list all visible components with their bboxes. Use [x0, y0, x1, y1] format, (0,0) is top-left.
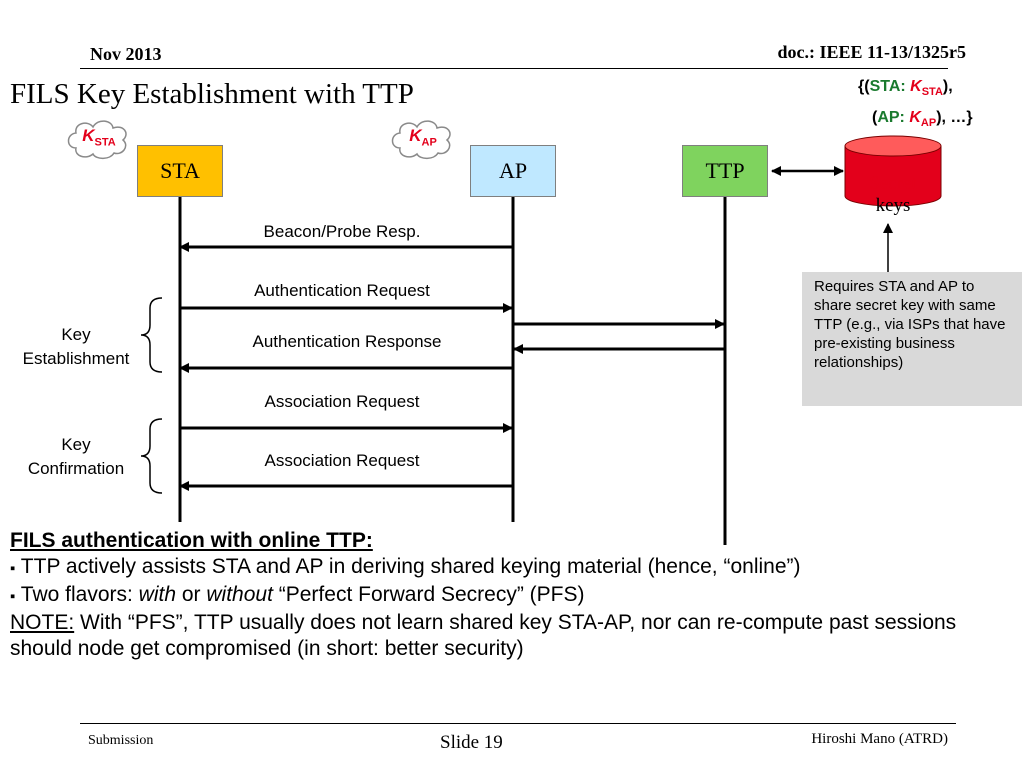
- beacon-label: Beacon/Probe Resp.: [263, 222, 421, 241]
- legend-ap-label: AP:: [877, 109, 905, 127]
- key-legend: {(STA: KSTA), (AP: KAP), …}: [858, 74, 973, 136]
- key-confirmation-brace: [140, 418, 163, 494]
- legend-line-2: (AP: KAP), …}: [858, 105, 973, 136]
- ap-entity: AP: [470, 145, 556, 197]
- bullet-flavors: ▪ Two flavors: with or without “Perfect …: [10, 583, 585, 606]
- header-date: Nov 2013: [90, 44, 162, 64]
- ttp-entity: TTP: [682, 145, 768, 197]
- legend-line-1: {(STA: KSTA),: [858, 74, 973, 105]
- legend-sta-label: STA:: [869, 78, 906, 95]
- database-icon: [844, 135, 942, 207]
- bullet-online: ▪ TTP actively assists STA and AP in der…: [10, 555, 801, 578]
- auth-response-label: Authentication Response: [252, 332, 442, 351]
- legend-close: ), …}: [936, 109, 973, 127]
- slide-number: Slide 19: [440, 732, 503, 753]
- key-establishment-brace: [140, 297, 163, 373]
- legend-ap-key: KAP: [909, 109, 937, 130]
- footer-author: Hiroshi Mano (ATRD): [811, 731, 948, 747]
- ap-key-label: KAP: [409, 126, 437, 149]
- legend-open2: (: [872, 109, 878, 127]
- assoc-request-label: Association Request: [264, 392, 420, 411]
- slide-title: FILS Key Establishment with TTP: [10, 78, 414, 110]
- database-label-line1: Secret: [869, 173, 917, 194]
- key-confirmation-label: Key Confirmation: [27, 435, 125, 478]
- header-divider: [80, 68, 948, 69]
- body-heading: FILS authentication with online TTP:: [10, 529, 373, 552]
- database-label-line2: keys: [875, 195, 911, 216]
- sta-key-label: KSTA: [82, 126, 116, 149]
- sta-key-cloud: KSTA: [68, 118, 130, 160]
- key-establishment-label: Key Establishment: [22, 325, 130, 368]
- ap-key-cloud-icon: [391, 120, 451, 160]
- header-doc-id: doc.: IEEE 11-13/1325r5: [777, 42, 966, 62]
- legend-sta-key: KSTA: [910, 78, 943, 99]
- note-box: Requires STA and AP to share secret key …: [802, 272, 1022, 406]
- footer-submission: Submission: [88, 733, 154, 748]
- pfs-note: NOTE: With “PFS”, TTP usually does not l…: [10, 611, 957, 660]
- ap-key-cloud: KAP: [392, 118, 454, 160]
- legend-open: {(: [858, 78, 870, 95]
- sta-entity: STA: [137, 145, 223, 197]
- database-label: Secret keys: [845, 170, 941, 216]
- assoc-response-label: Association Request: [264, 451, 420, 470]
- body-text: FILS authentication with online TTP: ▪ T…: [10, 528, 1018, 662]
- sta-key-cloud-icon: [67, 120, 127, 160]
- footer-divider: [80, 723, 956, 724]
- legend-mid: ),: [942, 78, 953, 95]
- auth-request-label: Authentication Request: [254, 281, 430, 300]
